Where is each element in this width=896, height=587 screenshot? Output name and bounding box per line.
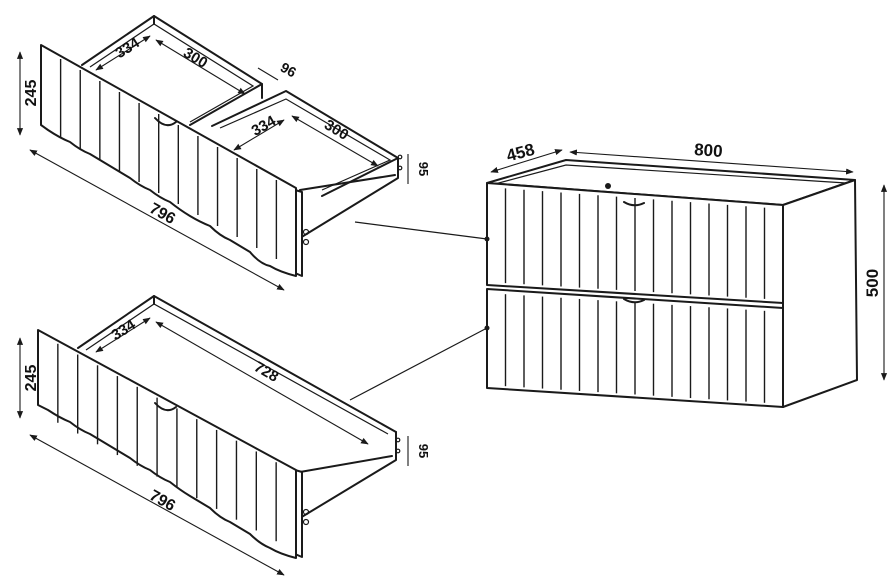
bottom-drawer-depth-label: 334 bbox=[108, 316, 139, 344]
bottom-drawer-height-label: 245 bbox=[23, 365, 40, 392]
cabinet-illustration bbox=[484, 159, 858, 408]
bottom-drawer-inner-length-label: 728 bbox=[251, 358, 281, 385]
cabinet-depth-label: 458 bbox=[504, 140, 536, 166]
leader-top-drawer bbox=[354, 221, 488, 240]
top-drawer-divider-label: 96 bbox=[278, 59, 300, 81]
cabinet-side bbox=[782, 179, 858, 408]
top-drawer-right-depth-label: 334 bbox=[249, 112, 280, 140]
top-drawer-illustration bbox=[40, 15, 403, 277]
bottom-drawer-side-label: 95 bbox=[416, 444, 431, 458]
cabinet-handle-bottom bbox=[623, 298, 645, 304]
bottom-drawer-length-label: 796 bbox=[146, 487, 178, 515]
cabinet-height-label: 500 bbox=[863, 269, 882, 297]
cabinet-width-label: 800 bbox=[694, 140, 724, 161]
top-drawer-side-label: 95 bbox=[416, 162, 431, 176]
top-drawer-left-depth-label: 334 bbox=[112, 34, 143, 62]
cabinet-handle-top bbox=[623, 201, 645, 207]
bottom-drawer-illustration bbox=[37, 295, 401, 559]
top-drawer-right-width-label: 300 bbox=[321, 116, 351, 143]
leader-bottom-drawer bbox=[349, 327, 488, 401]
cabinet-flutes bbox=[504, 188, 766, 403]
top-drawer-height-label: 245 bbox=[23, 80, 40, 107]
cabinet-top-dot bbox=[605, 183, 611, 189]
